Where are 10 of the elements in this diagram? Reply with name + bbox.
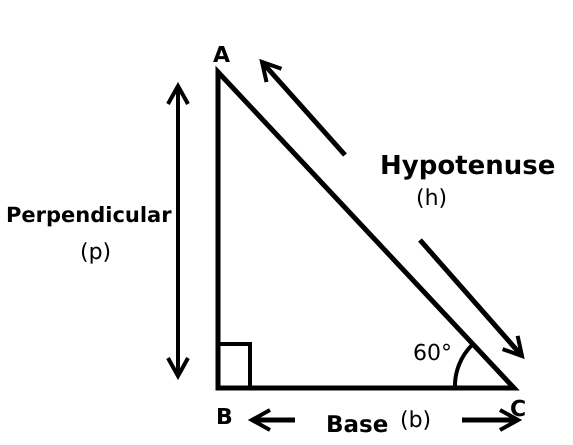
side-symbol: (b) — [400, 410, 432, 432]
angle-label: 60° — [413, 343, 452, 365]
side-label: Perpendicular — [6, 205, 172, 226]
vertex-label: A — [213, 45, 230, 67]
vertex-label: B — [216, 407, 233, 429]
side-symbol: (h) — [416, 188, 448, 210]
vertex-label: C — [510, 399, 526, 421]
side-symbol: (p) — [80, 242, 112, 264]
side-label: Hypotenuse — [380, 153, 556, 179]
side-label: Base — [326, 414, 388, 437]
